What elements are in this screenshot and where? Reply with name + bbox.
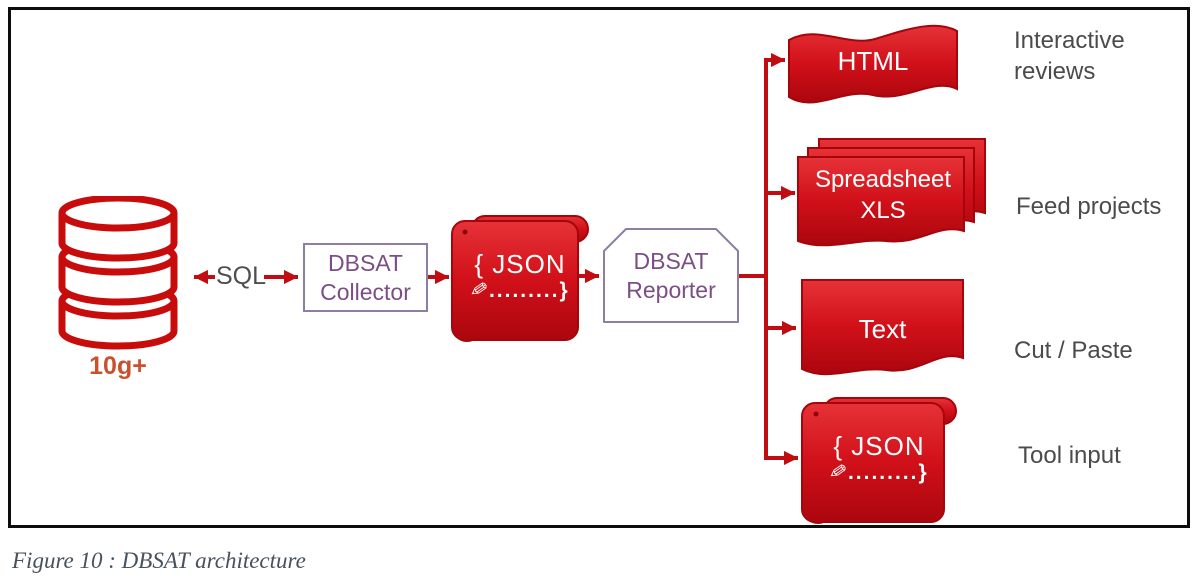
output-json-header: { JSON [833, 431, 925, 461]
pencil-icon: ✎ [468, 277, 490, 304]
output-scroll-json: { JSON ✎ .........} [800, 396, 958, 526]
collector-label-line2: Collector [320, 278, 411, 305]
json-scroll-dots: .........} [488, 278, 570, 302]
reporter-box: DBSAT Reporter [602, 227, 740, 324]
annotation-interactive-reviews: Interactive reviews [1014, 27, 1125, 85]
annotation-tool-input: Tool input [1018, 442, 1121, 469]
db-version-label: 10g+ [89, 352, 147, 380]
output-json-dots: .........} [847, 460, 929, 484]
output-doc-text: Text [800, 278, 965, 384]
json-scroll: { JSON ✎ .........} [450, 214, 590, 344]
output-html-label: HTML [837, 46, 909, 76]
database-cylinder-icon [48, 196, 188, 356]
reporter-label-line2: Reporter [626, 276, 716, 303]
annotation-feed-projects: Feed projects [1016, 193, 1162, 220]
output-spreadsheet-label-line1: Spreadsheet [814, 166, 952, 193]
diagram-frame [8, 7, 1190, 528]
annotation-cut-paste: Cut / Paste [1014, 337, 1133, 364]
collector-box: DBSAT Collector [303, 243, 428, 312]
output-stack-spreadsheet: Spreadsheet XLS [797, 138, 987, 254]
json-scroll-header: { JSON [474, 249, 566, 279]
collector-label-line1: DBSAT [328, 250, 403, 277]
sql-label: SQL [215, 262, 267, 290]
pencil-icon: ✎ [827, 459, 849, 486]
figure-caption: Figure 10 : DBSAT architecture [12, 548, 306, 573]
output-flag-html: HTML [787, 20, 959, 108]
output-text-label: Text [858, 314, 907, 344]
reporter-label-line1: DBSAT [633, 248, 709, 275]
output-spreadsheet-label-line2: XLS [860, 197, 906, 225]
